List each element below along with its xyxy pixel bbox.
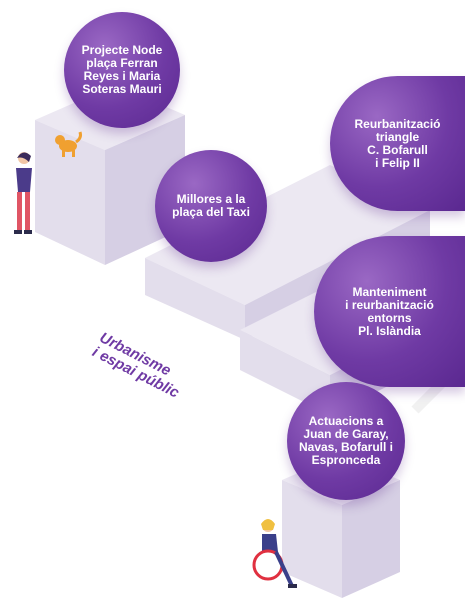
project-circle-juan-de-garay[interactable]: Actuacions a Juan de Garay, Navas, Bofar… — [287, 382, 405, 500]
project-label: Millores a la plaça del Taxi — [172, 192, 250, 219]
project-circle-pl-islandia[interactable]: Manteniment i reurbanització entorns Pl.… — [314, 236, 465, 387]
project-label: Manteniment i reurbanització entorns Pl.… — [345, 284, 434, 338]
project-circle-node-ferran-reyes[interactable]: Projecte Node plaça Ferran Reyes i Maria… — [64, 12, 180, 128]
project-label: Projecte Node plaça Ferran Reyes i Maria… — [81, 43, 163, 96]
project-circle-triangle-bofarull[interactable]: Reurbanització triangle C. Bofarull i Fe… — [330, 76, 465, 211]
wheelchair-user-icon — [252, 519, 297, 588]
project-label: Actuacions a Juan de Garay, Navas, Bofar… — [298, 414, 394, 467]
dog-icon — [55, 131, 82, 157]
project-circle-placa-taxi[interactable]: Millores a la plaça del Taxi — [155, 150, 267, 262]
woman-figure-icon — [14, 152, 32, 234]
project-label: Reurbanització triangle C. Bofarull i Fe… — [354, 116, 441, 170]
